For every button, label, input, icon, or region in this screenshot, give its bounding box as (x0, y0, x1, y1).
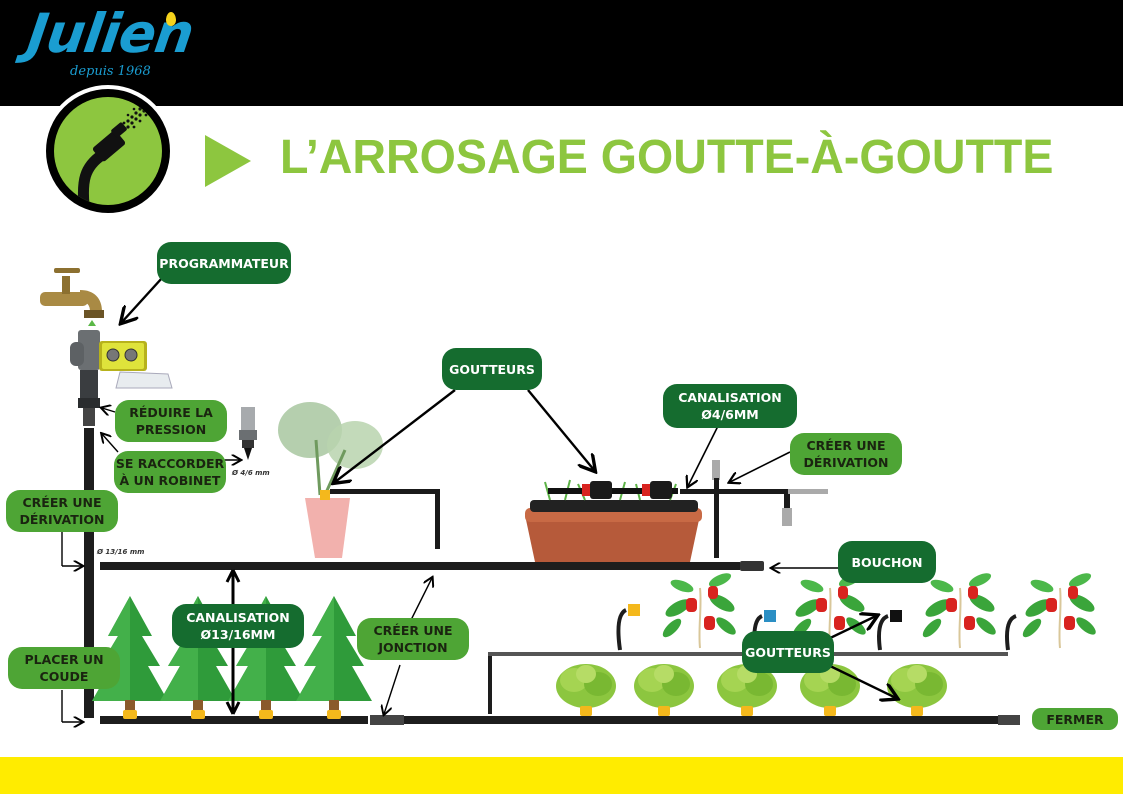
label-reduire-pression: RÉDUIRE LA PRESSION (115, 400, 227, 442)
small-pipe-network (330, 460, 828, 558)
label-fermer: FERMER (1032, 708, 1118, 730)
garden-hose-icon (42, 85, 174, 217)
label-derivation-right: CRÉER UNE DÉRIVATION (790, 433, 902, 475)
lettuce (887, 664, 947, 716)
label-jonction: CRÉER UNE JONCTION (357, 618, 469, 660)
label-canalisation-small: CANALISATION Ø4/6MM (663, 384, 797, 428)
pepper-plant (658, 569, 740, 649)
header-bar (0, 0, 1123, 106)
lettuce (634, 664, 694, 716)
water-timer (70, 330, 173, 426)
label-programmateur: PROGRAMMATEUR (157, 242, 291, 284)
lettuce (556, 664, 616, 716)
tree (296, 596, 372, 719)
water-drop-icon (166, 12, 176, 26)
footer-band (0, 757, 1123, 794)
label-raccorder-robinet: SE RACCORDER À UN ROBINET (114, 451, 226, 493)
dripper-sample (239, 407, 257, 460)
planter-box (525, 479, 702, 562)
small-diameter-note: Ø 4/6 mm (232, 469, 270, 477)
garden-tap (40, 268, 104, 326)
label-derivation-left: CRÉER UNE DÉRIVATION (6, 490, 118, 532)
title-arrow-icon (205, 135, 251, 187)
label-canalisation-main: CANALISATION Ø13/16MM (172, 604, 304, 648)
brand-logo: Julien depuis 1968 (24, 2, 228, 92)
potted-plant (278, 402, 383, 558)
label-coude: PLACER UN COUDE (8, 647, 120, 689)
pepper-plant (1018, 569, 1100, 649)
main-diameter-note: Ø 13/16 mm (97, 548, 145, 556)
label-bouchon: BOUCHON (838, 541, 936, 583)
page-title: L’ARROSAGE GOUTTE-À-GOUTTE (280, 131, 1054, 184)
label-goutteurs-bottom: GOUTTEURS (742, 631, 834, 673)
brand-tagline: depuis 1968 (70, 64, 151, 79)
label-goutteurs-top: GOUTTEURS (442, 348, 542, 390)
pepper-plant (918, 569, 1000, 649)
callout-arrows (61, 277, 896, 722)
